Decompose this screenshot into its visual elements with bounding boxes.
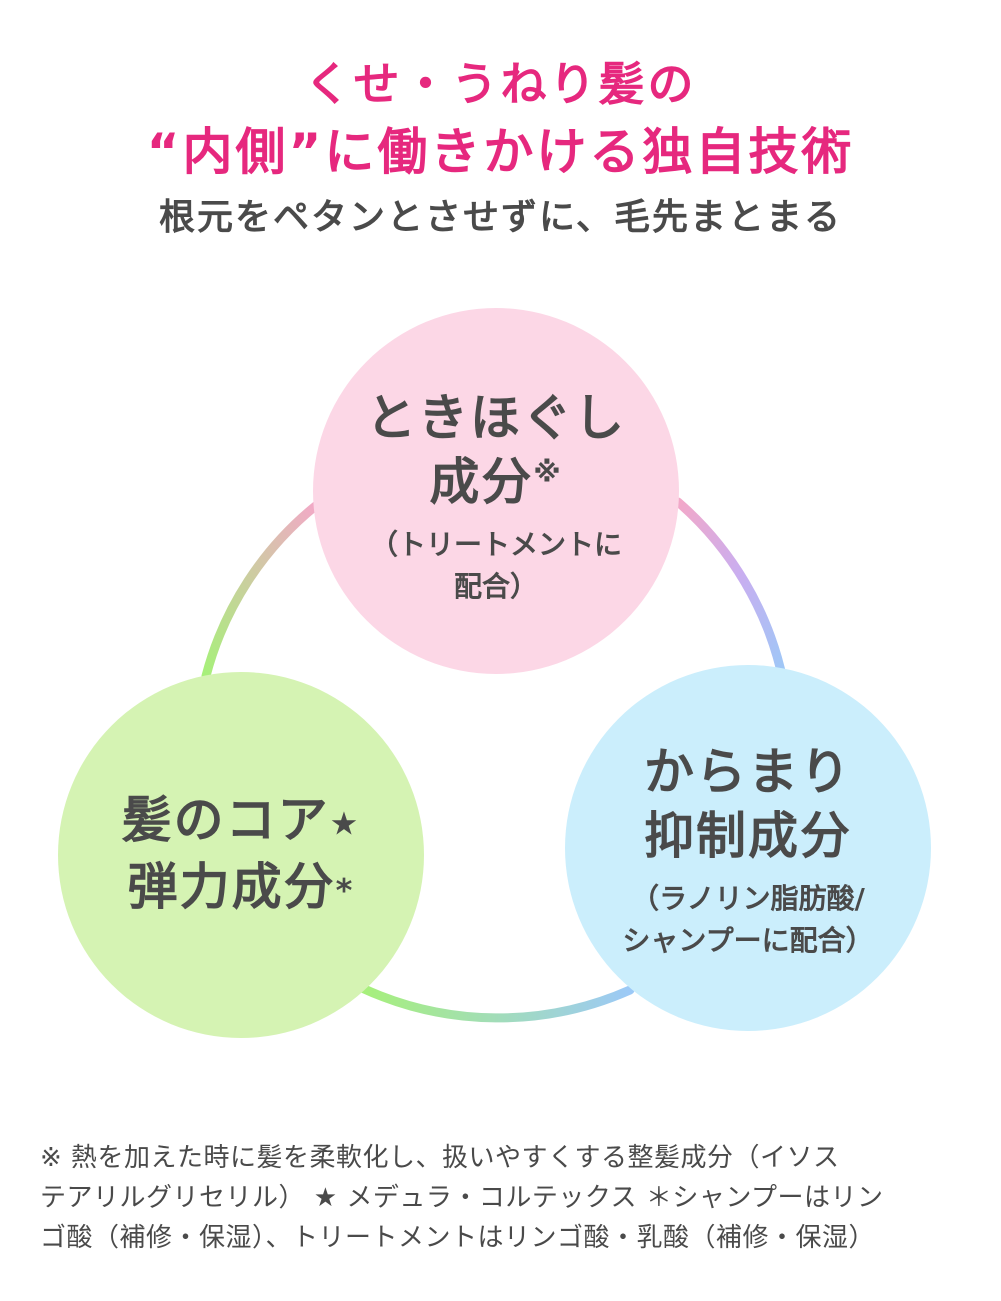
- circle-top-line2: 成分: [429, 453, 534, 511]
- circle-right-line2: 抑制成分: [644, 807, 852, 865]
- subtitle: 根元をペタンとさせずに、毛先まとまる: [159, 197, 842, 238]
- ring-segment-bottom: [357, 983, 635, 1023]
- circle-left-line2-wrap: 弾力成分*: [128, 855, 355, 923]
- circle-left-line1: 髪のコア: [121, 790, 330, 849]
- headline-line-2: “内側”に働きかける独自技術: [146, 123, 855, 181]
- circle-top-note1: （トリートメントに: [369, 528, 622, 561]
- circle-top-line2-wrap: 成分※: [429, 450, 562, 514]
- headline-line-1: くせ・うねり髪の: [304, 57, 697, 111]
- ring-segment-top-right: [673, 497, 788, 685]
- ring-segment-top-left: [201, 499, 323, 681]
- detangling-ingredient-circle: ときほぐし 成分※ （トリートメントに 配合）: [313, 308, 679, 674]
- circle-left-mark1: ★: [329, 804, 361, 842]
- circle-right-note2: シャンプーに配合）: [622, 924, 874, 957]
- hair-core-elasticity-circle: 髪のコア★ 弾力成分*: [58, 672, 424, 1038]
- anti-tangle-ingredient-circle: からまり 抑制成分 （ラノリン脂肪酸/ シャンプーに配合）: [565, 665, 931, 1031]
- circle-top-note2: 配合）: [453, 570, 538, 603]
- footnote: ※ 熱を加えた時に髪を柔軟化し、扱いやすくする整髪成分（イソス テアリルグリセリ…: [40, 1138, 970, 1258]
- footnote-line1: ※ 熱を加えた時に髪を柔軟化し、扱いやすくする整髪成分（イソス: [40, 1143, 840, 1173]
- circle-left-line1-wrap: 髪のコア★: [122, 788, 361, 856]
- footnote-line3: ゴ酸（補修・保湿）、トリートメントはリンゴ酸・乳酸（補修・保湿）: [40, 1223, 876, 1253]
- circle-left-mark2: *: [335, 871, 355, 910]
- circle-top-line1: ときほぐし: [366, 389, 626, 447]
- circle-right-note1: （ラノリン脂肪酸/: [631, 882, 865, 915]
- footnote-line2: テアリルグリセリル） ★ メデュラ・コルテックス ＊シャンプーはリン: [40, 1183, 884, 1213]
- circle-top-mark: ※: [533, 455, 563, 489]
- circle-left-line2: 弾力成分: [127, 858, 336, 916]
- circle-right-line1: からまり: [644, 743, 852, 801]
